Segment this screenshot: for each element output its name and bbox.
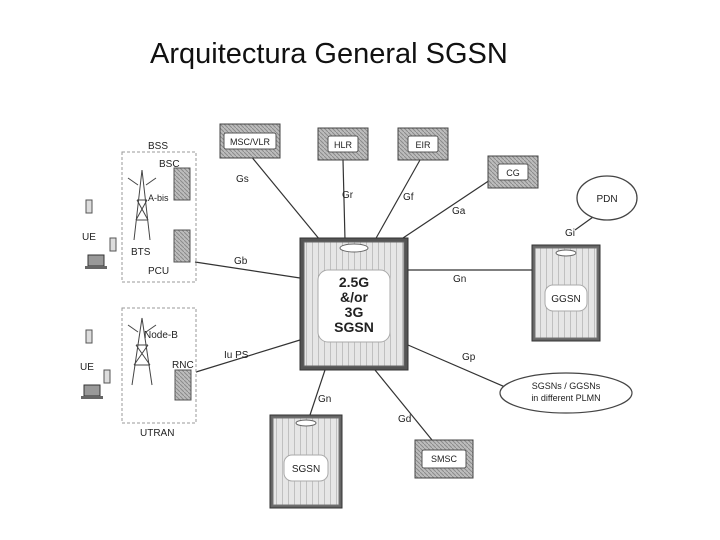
pcu-label: PCU — [148, 266, 169, 277]
abis-label: A-bis — [148, 193, 169, 203]
line-gs — [249, 154, 321, 241]
bts-tower-icon — [127, 169, 157, 241]
pdn-label: PDN — [596, 194, 617, 205]
gn-bottom-label: Gn — [318, 394, 331, 405]
ggsn-node: GGSN — [531, 244, 601, 342]
eir-node: EIR — [397, 127, 449, 161]
smsc-label: SMSC — [431, 454, 458, 464]
gr-label: Gr — [342, 190, 354, 201]
line-gd — [374, 369, 433, 441]
hlr-node: HLR — [317, 127, 369, 161]
cg-label: CG — [506, 168, 520, 178]
ue-bottom-label: UE — [80, 362, 94, 373]
sgsn-main-line-1: 2.5G — [339, 274, 369, 290]
laptop-base — [85, 266, 107, 269]
bsc-cabinet — [173, 167, 191, 201]
line-gn-bottom — [309, 369, 326, 416]
other-plmn-ellipse — [499, 372, 633, 414]
laptop-icon — [87, 254, 105, 267]
bss-dashed-box — [121, 151, 197, 283]
slide-title: Arquitectura General SGSN — [150, 38, 508, 70]
connection-lines — [194, 154, 601, 441]
main-sgsn-node: 2.5G &/or 3G SGSN — [299, 237, 409, 371]
mobile-phone-icon — [85, 199, 93, 214]
ggsn-label: GGSN — [551, 294, 580, 305]
mobile-phone-icon — [103, 369, 111, 384]
gi-label: Gi — [565, 228, 575, 239]
rnc-cabinet — [174, 369, 192, 401]
gf-label: Gf — [403, 192, 414, 203]
iu-ps-label: Iu PS — [224, 350, 249, 361]
line-gp — [407, 344, 513, 391]
line-ga — [399, 179, 491, 241]
line-iu-ps — [195, 339, 301, 373]
line-gf — [374, 159, 421, 241]
bottom-sgsn-node: SGSN — [269, 414, 343, 509]
bsc-label: BSC — [159, 159, 180, 170]
bss-label: BSS — [148, 141, 168, 152]
other-plmn-line-1: SGSNs / GGSNs — [532, 381, 601, 391]
laptop-base — [81, 396, 103, 399]
laptop-icon — [83, 384, 101, 397]
gn-right-label: Gn — [453, 274, 466, 285]
gp-label: Gp — [462, 352, 476, 363]
sgsn-main-line-2: &/or — [340, 289, 369, 305]
node-b-label: Node-B — [144, 330, 178, 341]
node-b-tower-icon — [127, 317, 157, 386]
gd-label: Gd — [398, 414, 411, 425]
msc-vlr-node: MSC/VLR — [219, 123, 281, 159]
gb-label: Gb — [234, 256, 248, 267]
gs-label: Gs — [236, 174, 249, 185]
eir-label: EIR — [415, 140, 431, 150]
sgsn-main-line-3: 3G — [345, 304, 364, 320]
sgsn-bottom-label: SGSN — [292, 464, 320, 475]
line-gr — [342, 159, 346, 241]
other-plmn-line-2: in different PLMN — [531, 393, 600, 403]
utran-label: UTRAN — [140, 428, 174, 439]
pcu-cabinet — [173, 229, 191, 263]
ue-top-label: UE — [82, 232, 96, 243]
rnc-label: RNC — [172, 360, 194, 371]
sgsn-main-line-4: SGSN — [334, 319, 374, 335]
hlr-label: HLR — [334, 140, 353, 150]
pdn-cloud — [576, 175, 638, 221]
cg-node: CG — [487, 155, 539, 189]
line-gb — [194, 261, 301, 279]
msc-vlr-label: MSC/VLR — [230, 137, 271, 147]
mobile-phone-icon — [85, 329, 93, 344]
smsc-node: SMSC — [414, 439, 474, 479]
ga-label: Ga — [452, 206, 466, 217]
utran-dashed-box — [121, 307, 197, 424]
bts-label: BTS — [131, 247, 151, 258]
mobile-phone-icon — [109, 237, 117, 252]
